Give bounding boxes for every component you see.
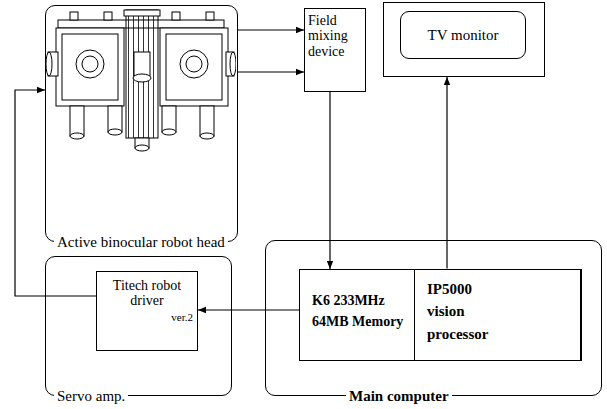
component-box: Field mixing device bbox=[304, 8, 366, 92]
component-box: K6 233MHz 64MB Memory IP5000 vision proce… bbox=[299, 269, 581, 361]
component-box: Titech robot driverver.2 bbox=[96, 271, 198, 351]
monitor-box: TV monitor bbox=[383, 2, 545, 77]
signal-arrow bbox=[329, 92, 330, 269]
group-frame: Active binocular robot head bbox=[45, 5, 238, 242]
node-label: Field mixing device bbox=[305, 9, 365, 63]
signal-arrow bbox=[238, 71, 304, 72]
node-label: TV monitor bbox=[400, 11, 526, 59]
group-frame: Servo amp.Titech robot driverver.2 bbox=[45, 256, 232, 396]
signal-arrow bbox=[238, 29, 304, 30]
node-label: IP5000 vision processor bbox=[427, 278, 509, 346]
node-label: Servo amp. bbox=[54, 388, 128, 405]
node-label: ver.2 bbox=[97, 311, 197, 323]
node-label: K6 233MHz 64MB Memory bbox=[312, 290, 404, 332]
node-label: Main computer bbox=[346, 388, 452, 405]
node-label: Titech robot driver bbox=[97, 272, 197, 311]
component-box: IP5000 vision processor bbox=[414, 269, 582, 361]
robot-head-illustration bbox=[46, 6, 236, 156]
node-label: Active binocular robot head bbox=[54, 234, 228, 251]
signal-arrow bbox=[198, 309, 299, 310]
group-frame: Main computerK6 233MHz 64MB MemoryIP5000… bbox=[265, 240, 602, 396]
signal-arrow bbox=[15, 90, 96, 296]
